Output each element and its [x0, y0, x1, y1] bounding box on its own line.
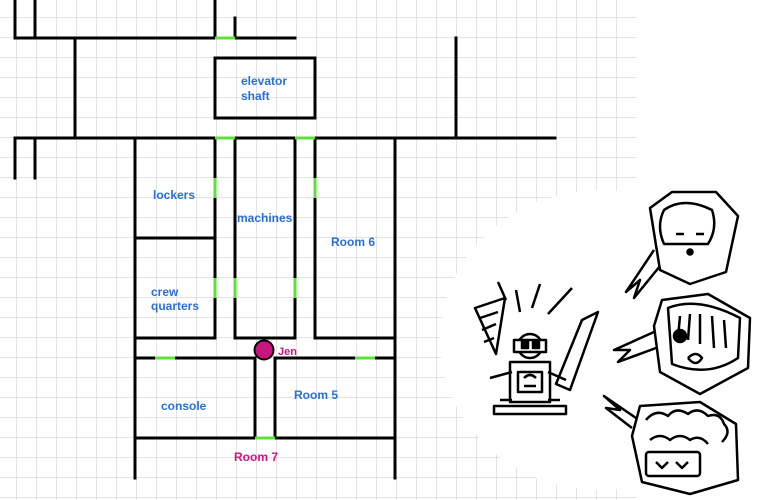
- room-label-crew-quarters: quarters: [151, 299, 199, 313]
- brown-haired-character-portrait-icon: [612, 292, 752, 396]
- player-name-label: Jen: [278, 346, 297, 358]
- map-walls: [13, 0, 557, 480]
- map-doors: [155, 36, 375, 440]
- room-label-crew-quarters: crew: [151, 285, 179, 299]
- room-label-room6: Room 6: [331, 235, 375, 249]
- room-label-lockers: lockers: [153, 188, 195, 202]
- room-label-machines: machines: [237, 211, 293, 225]
- room-label-room7: Room 7: [234, 450, 278, 464]
- room-label-console: console: [161, 399, 207, 413]
- room-label-elevator: elevator: [241, 74, 287, 88]
- room-label-elevator: shaft: [241, 89, 270, 103]
- player-marker[interactable]: [253, 339, 275, 361]
- robot-character-icon: [473, 281, 600, 416]
- room-label-room5: Room 5: [294, 388, 338, 402]
- hooded-character-portrait-icon: [624, 190, 740, 300]
- curly-haired-character-portrait-icon: [602, 394, 740, 496]
